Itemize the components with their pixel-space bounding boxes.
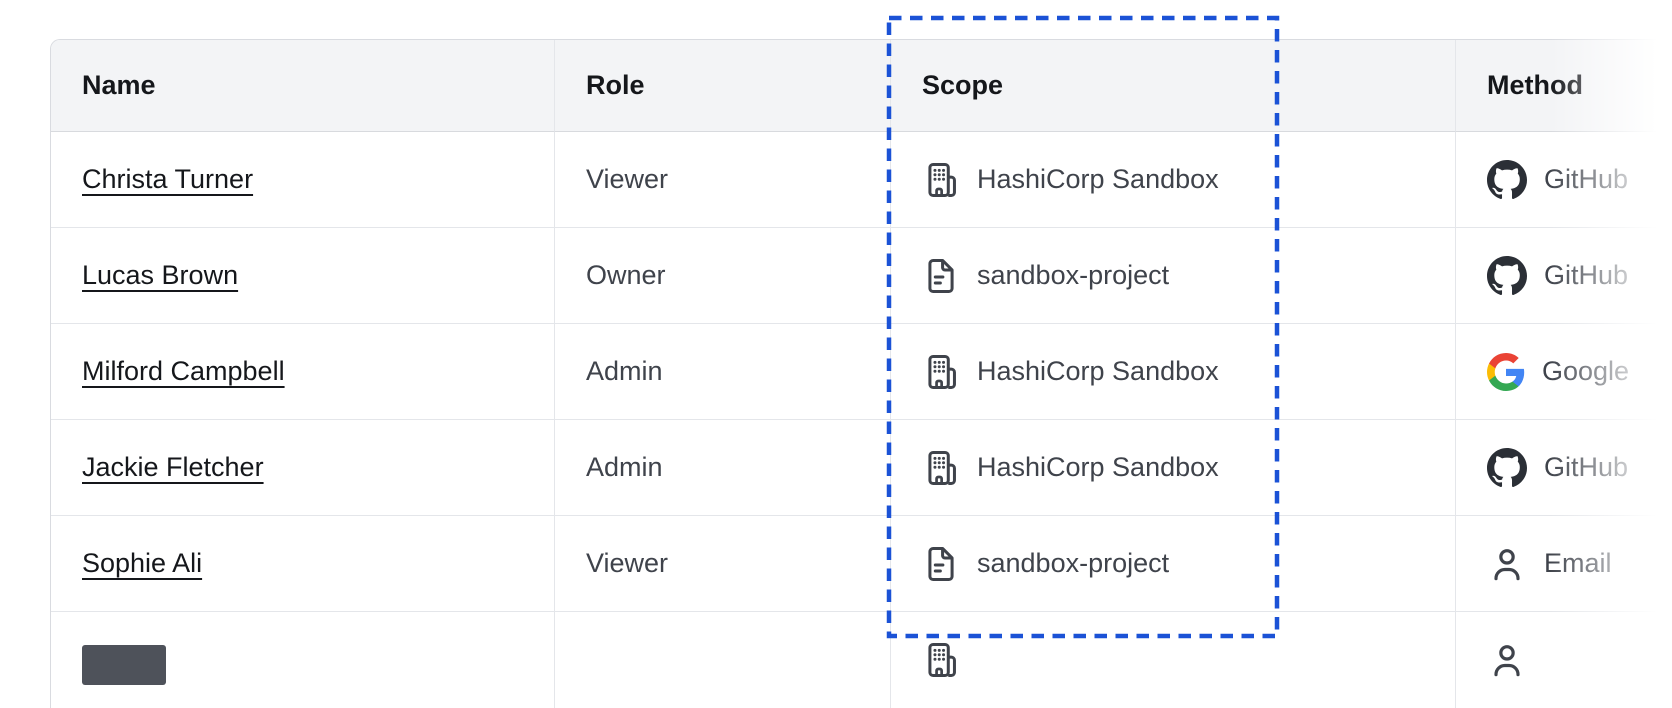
method-value: GitHub [1544, 260, 1629, 290]
github-icon [1487, 255, 1527, 296]
table-row-6-method-partial [1456, 612, 1672, 708]
column-header-name: Name [51, 40, 555, 132]
scope-value: HashiCorp Sandbox [977, 452, 1219, 482]
user-name-link[interactable]: Milford Campbell [82, 356, 285, 386]
scope-value: sandbox-project [977, 260, 1170, 290]
table-row-2-role: Owner [555, 228, 891, 324]
table-row-3-name: Milford Campbell [51, 324, 555, 420]
table-row-4-scope: HashiCorp Sandbox [891, 420, 1456, 516]
table-row-2-scope: sandbox-project [891, 228, 1456, 324]
user-icon [1487, 544, 1527, 584]
table-row-6-scope-partial [891, 612, 1456, 708]
scope-value: HashiCorp Sandbox [977, 356, 1219, 386]
role-value: Viewer [586, 548, 669, 578]
table-row-3-role: Admin [555, 324, 891, 420]
column-header-scope: Scope [891, 40, 1456, 132]
column-header-name-label: Name [82, 70, 156, 100]
file-text-icon [922, 257, 960, 295]
column-header-method-label: Method [1487, 70, 1583, 100]
table-row-6-role-partial [555, 612, 891, 708]
table-row-3-scope: HashiCorp Sandbox [891, 324, 1456, 420]
table-row-5-role: Viewer [555, 516, 891, 612]
table-row-4-role: Admin [555, 420, 891, 516]
method-value: GitHub [1544, 164, 1629, 194]
table-row-1-name: Christa Turner [51, 132, 555, 228]
column-header-role: Role [555, 40, 891, 132]
column-header-role-label: Role [586, 70, 645, 100]
user-name-link[interactable]: Sophie Ali [82, 548, 203, 578]
page: { "table": { "columns": [ {"label": "Nam… [50, 0, 1672, 708]
table-row-5-method: Email [1456, 516, 1672, 612]
role-value: Owner [586, 260, 666, 290]
table-row-1-scope: HashiCorp Sandbox [891, 132, 1456, 228]
table-row-4-name: Jackie Fletcher [51, 420, 555, 516]
user-name-link[interactable]: Lucas Brown [82, 260, 239, 290]
scope-value: sandbox-project [977, 548, 1170, 578]
role-value: Viewer [586, 164, 669, 194]
table-row-1-method: GitHub [1456, 132, 1672, 228]
clipped-name-text [82, 645, 166, 685]
user-name-link[interactable]: Christa Turner [82, 164, 254, 194]
org-icon [922, 449, 960, 487]
table-row-3-method: Google [1456, 324, 1672, 420]
column-header-scope-label: Scope [922, 70, 1004, 100]
method-value: Email [1544, 548, 1612, 578]
table-row-5-name: Sophie Ali [51, 516, 555, 612]
table-row-4-method: GitHub [1456, 420, 1672, 516]
role-value: Admin [586, 452, 663, 482]
table-row-2-method: GitHub [1456, 228, 1672, 324]
user-icon [1487, 640, 1527, 680]
role-value: Admin [586, 356, 663, 386]
org-icon [922, 161, 960, 199]
method-value: GitHub [1544, 452, 1629, 482]
github-icon [1487, 159, 1527, 200]
column-header-method: Method [1456, 40, 1672, 132]
github-icon [1487, 447, 1527, 488]
method-value: Google [1542, 356, 1630, 386]
table-row-6-name-partial [51, 612, 555, 708]
user-name-link[interactable]: Jackie Fletcher [82, 452, 264, 482]
org-icon [922, 641, 960, 679]
table-row-2-name: Lucas Brown [51, 228, 555, 324]
org-icon [922, 353, 960, 391]
file-text-icon [922, 545, 960, 583]
members-table: Name Role Scope Method Christa Turner Vi… [50, 39, 1672, 708]
table-row-1-role: Viewer [555, 132, 891, 228]
google-icon [1487, 352, 1525, 391]
table-row-5-scope: sandbox-project [891, 516, 1456, 612]
scope-value: HashiCorp Sandbox [977, 164, 1219, 194]
